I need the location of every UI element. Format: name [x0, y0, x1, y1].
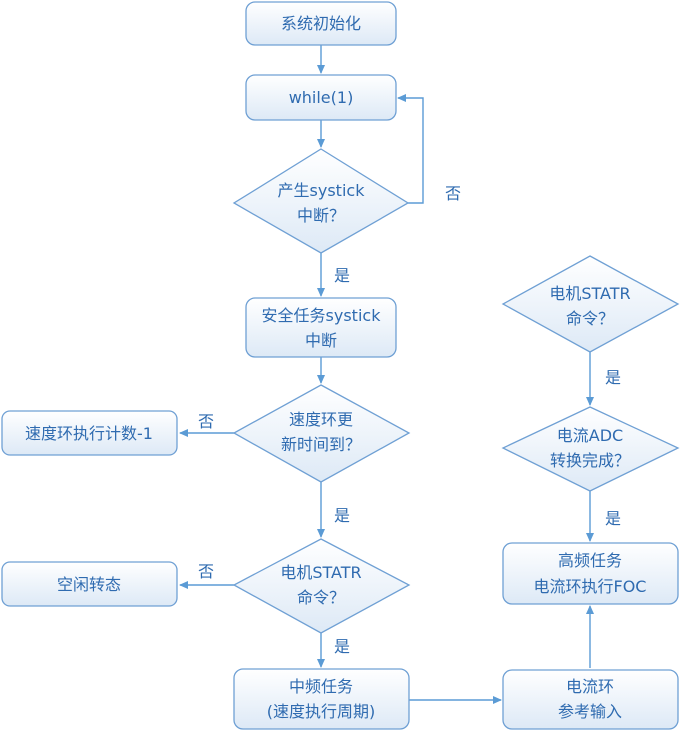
decision-speed-shape: [232, 384, 411, 483]
node-safety-line2: 中断: [305, 331, 337, 350]
node-speed-count: 速度环执行计数-1: [1, 410, 178, 456]
edge-labels: 否 是 否 是 否 是 是 是: [198, 184, 621, 656]
node-while-shape: [245, 74, 397, 121]
decision-speed-line1: 速度环更: [289, 410, 353, 429]
decision-motor-left-shape: [232, 538, 411, 634]
label-systick-yes: 是: [334, 266, 350, 285]
node-mid-task-line2: (速度执行周期): [267, 702, 376, 721]
label-systick-no: 否: [445, 184, 461, 203]
node-high-task-line1: 高频任务: [558, 551, 622, 570]
decision-adc-line2: 转换完成？: [550, 451, 630, 470]
label-motor-left-no: 否: [198, 562, 214, 581]
decision-systick-line2: 中断？: [297, 206, 345, 225]
node-speed-count-label: 速度环执行计数-1: [25, 424, 153, 443]
label-speed-yes: 是: [334, 506, 350, 525]
decision-systick: 产生systick 中断？: [232, 148, 410, 254]
decision-motor-right-shape: [501, 255, 680, 353]
node-mid-task-line1: 中频任务: [289, 677, 353, 696]
node-while: while(1): [245, 74, 397, 121]
decision-motor-left: 电机STATR 命令？: [232, 538, 411, 634]
edge-systick-no-loop: [397, 94, 424, 204]
decision-speed-line2: 新时间到？: [281, 435, 361, 454]
node-init-label: 系统初始化: [281, 14, 361, 33]
label-adc-yes: 是: [605, 509, 621, 528]
node-current-ref: 电流环 参考输入: [502, 669, 679, 730]
decision-speed: 速度环更 新时间到？: [232, 384, 411, 483]
node-safety-line1: 安全任务systick: [262, 306, 382, 325]
node-high-task-shape: [502, 542, 679, 605]
decision-motor-right-line1: 电机STATR: [549, 284, 630, 303]
decision-adc-line1: 电流ADC: [557, 426, 623, 445]
node-idle-shape: [1, 561, 178, 607]
node-high-task: 高频任务 电流环执行FOC: [502, 542, 679, 605]
decision-systick-line1: 产生systick: [278, 181, 366, 200]
node-speed-count-shape: [1, 410, 178, 456]
node-safety-shape: [245, 297, 397, 358]
node-idle-label: 空闲转态: [57, 575, 121, 594]
node-safety: 安全任务systick 中断: [245, 297, 397, 358]
decision-adc: 电流ADC 转换完成？: [501, 406, 680, 492]
decision-motor-left-line1: 电机STATR: [280, 563, 361, 582]
label-motor-left-yes: 是: [334, 637, 350, 656]
node-init: 系统初始化: [245, 1, 397, 46]
node-while-label: while(1): [289, 88, 354, 107]
node-mid-task-shape: [233, 668, 410, 730]
decision-motor-right-line2: 命令？: [566, 309, 614, 328]
edges: [179, 45, 594, 704]
node-current-ref-line2: 参考输入: [558, 702, 622, 721]
decision-motor-right: 电机STATR 命令？: [501, 255, 680, 353]
node-high-task-line2: 电流环执行FOC: [534, 577, 647, 596]
node-current-ref-line1: 电流环: [566, 677, 614, 696]
node-current-ref-shape: [502, 669, 679, 730]
node-init-shape: [245, 1, 397, 46]
label-motor-right-yes: 是: [605, 368, 621, 387]
node-idle: 空闲转态: [1, 561, 178, 607]
decision-systick-shape: [232, 148, 410, 254]
decision-motor-left-line2: 命令？: [297, 588, 345, 607]
decision-adc-shape: [501, 406, 680, 492]
label-speed-no: 否: [198, 412, 214, 431]
node-mid-task: 中频任务 (速度执行周期): [233, 668, 410, 730]
